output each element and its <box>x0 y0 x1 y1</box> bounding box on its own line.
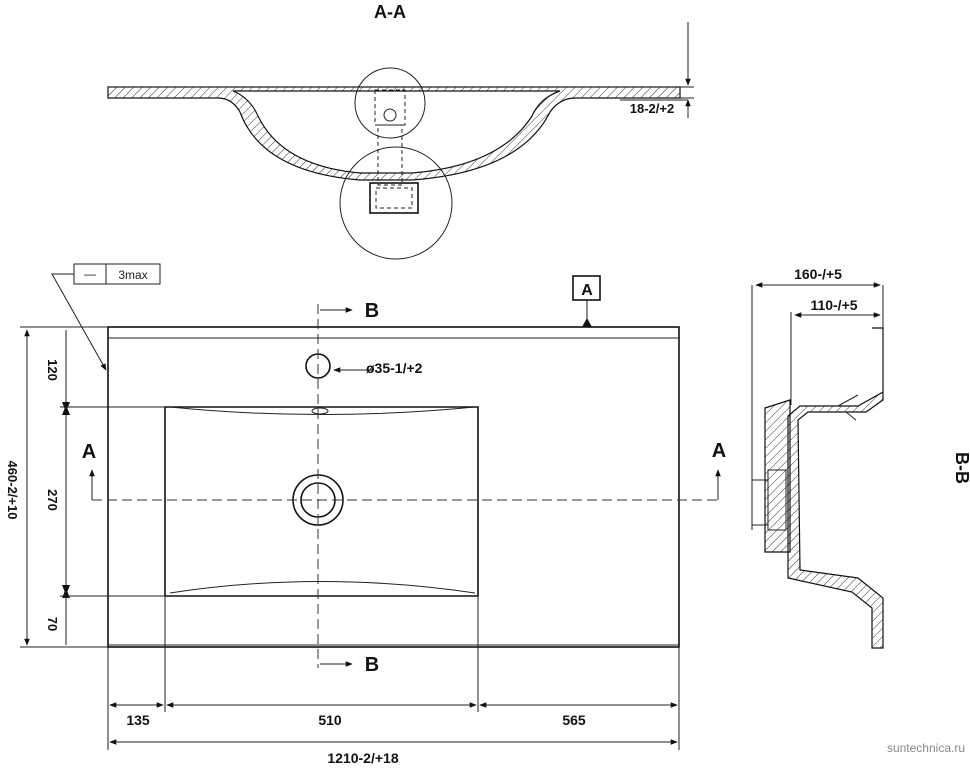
hole-dimension: ø35-1/+2 <box>366 360 423 376</box>
h-bottom-dimension: 70 <box>45 617 60 631</box>
detail-circle-top <box>354 67 426 139</box>
section-aa-profile <box>107 86 681 181</box>
section-bb-profile <box>787 327 884 649</box>
countertop-outline <box>107 326 680 648</box>
height-total-dimension: 460-2/+10 <box>5 461 20 520</box>
w-right-dimension: 565 <box>562 712 586 728</box>
section-aa-view: A-A 18-2/+2 <box>107 2 694 260</box>
h-top-dimension: 120 <box>45 359 60 381</box>
tolerance-symbol: — <box>84 267 96 281</box>
thickness-dimension: 18-2/+2 <box>630 101 674 116</box>
bowl-outline <box>164 406 479 597</box>
depth-bowl-dimension: 110-/+5 <box>810 297 857 313</box>
watermark: suntechnica.ru <box>887 741 965 755</box>
section-aa-title: A-A <box>374 2 406 22</box>
depth-total-dimension: 160-/+5 <box>794 266 842 282</box>
section-a-label-left: A <box>82 441 96 463</box>
w-bowl-dimension: 510 <box>318 712 342 728</box>
section-bb-view: B-B 160-/+5 110-/+5 <box>751 266 970 649</box>
width-total-dimension: 1210-2/+18 <box>327 750 398 766</box>
plan-view: B B A A A ø35-1/+2 — 3max 460-2/+10 120 <box>5 263 726 766</box>
overflow-slot <box>311 407 329 415</box>
section-b-label-top: B <box>365 300 379 322</box>
section-b-label-bottom: B <box>365 654 379 676</box>
datum-label: A <box>581 282 593 299</box>
section-bb-title: B-B <box>952 452 970 484</box>
section-a-label-right: A <box>712 440 726 462</box>
detail-circle-bottom <box>339 146 453 260</box>
h-mid-dimension: 270 <box>45 489 60 511</box>
tolerance-value: 3max <box>118 268 147 282</box>
w-left-dimension: 135 <box>126 712 150 728</box>
